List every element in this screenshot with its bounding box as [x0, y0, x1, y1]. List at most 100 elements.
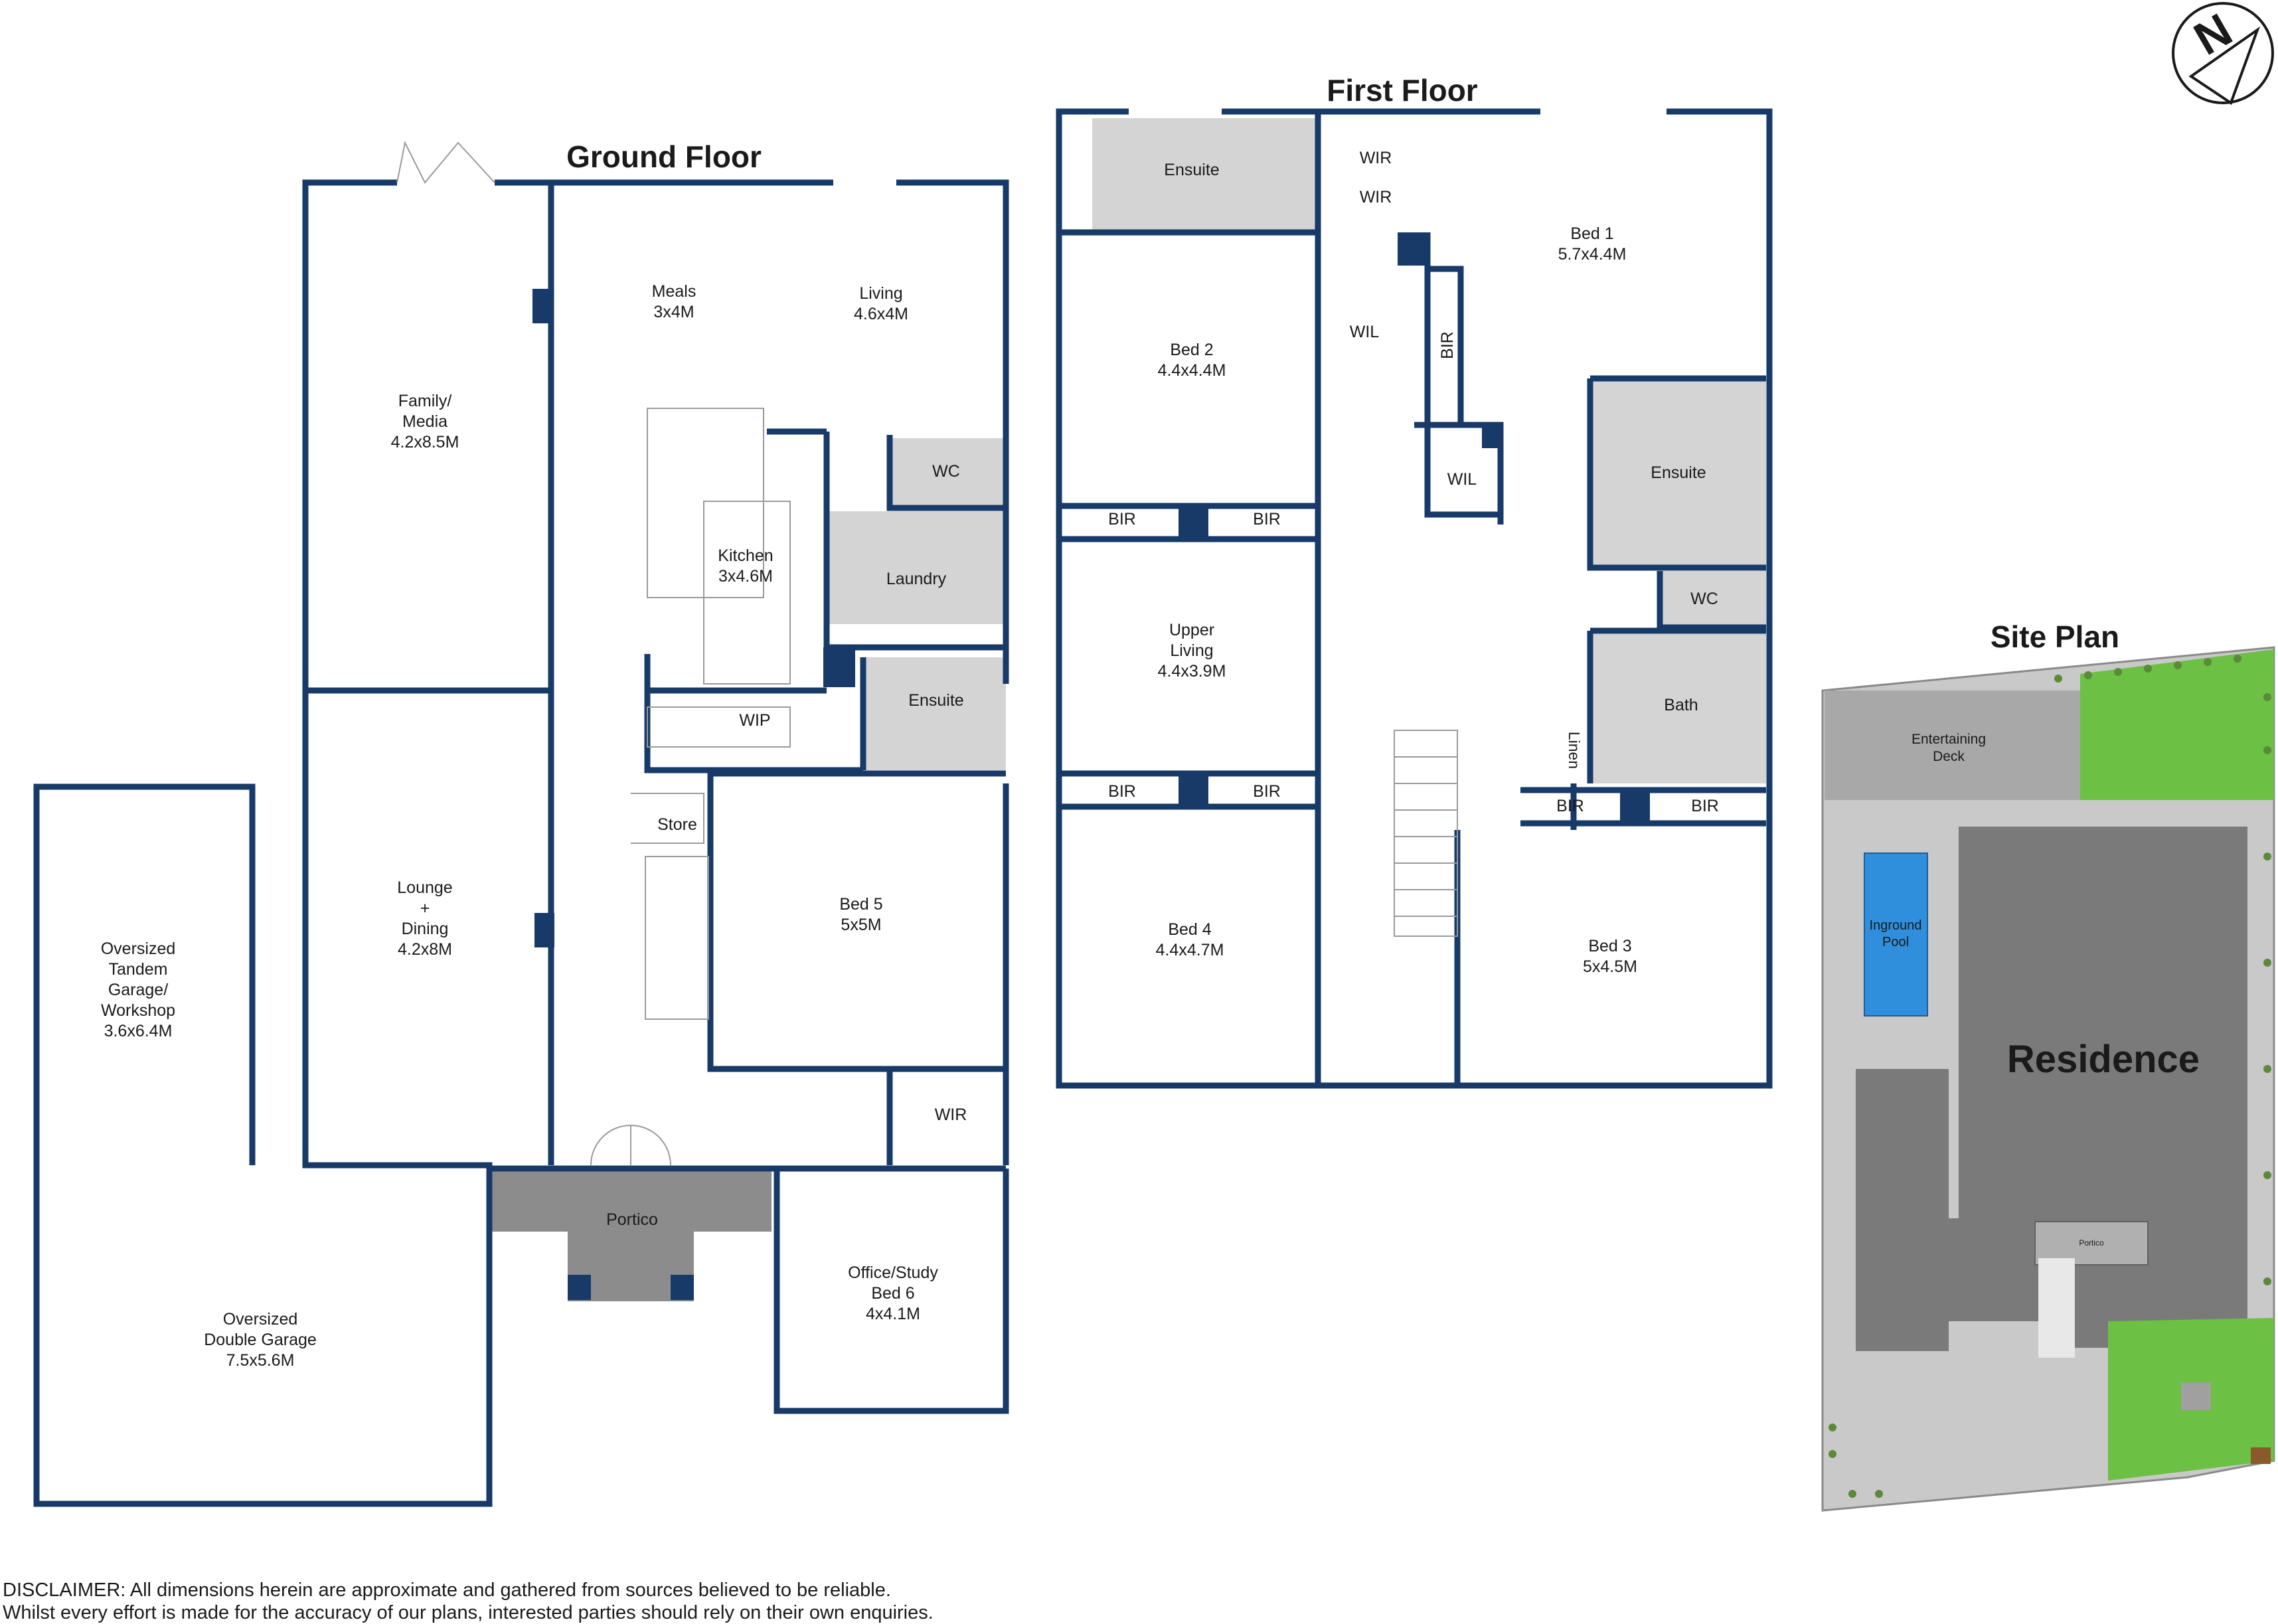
label-store: Store: [657, 815, 697, 834]
label-wc-first: WC: [1690, 590, 1718, 608]
site-plan-title: Site Plan: [1991, 619, 2119, 654]
column: [1398, 232, 1427, 266]
column: [568, 1275, 591, 1300]
label-residence: Residence: [2007, 1038, 2200, 1081]
label-wil-2: WIL: [1447, 470, 1477, 489]
column: [534, 913, 554, 947]
north-compass: N: [2172, 2, 2274, 106]
bath-floor: [1590, 631, 1766, 783]
svg-text:Bed 15.7x4.4M: Bed 15.7x4.4M: [1558, 224, 1627, 264]
ground-floor-title: Ground Floor: [566, 139, 762, 174]
disclaimer-line-1: DISCLAIMER: All dimensions herein are ap…: [3, 1580, 891, 1601]
bifold-door: [396, 140, 495, 184]
hedge: [1829, 655, 2271, 1498]
front-door: [590, 1124, 671, 1166]
label-site-portico: Portico: [2079, 1238, 2104, 1248]
label-ensuite-right: Ensuite: [1651, 463, 1706, 482]
stairs: [1394, 730, 1458, 937]
shed: [2251, 1447, 2271, 1464]
ensuite-floor: [863, 657, 1006, 770]
wc-first-floor: [1660, 571, 1766, 627]
label-bir-bed3-a: BIR: [1556, 797, 1584, 815]
label-bath: Bath: [1664, 696, 1698, 714]
rear-lawn: [2080, 649, 2274, 800]
column: [671, 1275, 694, 1300]
label-bir-bed2-b: BIR: [1253, 510, 1281, 528]
kitchen-benches: [631, 408, 791, 1020]
ground-walls: [33, 179, 1009, 1507]
column: [1179, 506, 1208, 539]
first-floor-title: First Floor: [1327, 73, 1478, 108]
compass-arrow-icon: [2188, 26, 2261, 106]
ensuite-right-floor: [1590, 378, 1766, 568]
label-bir-bed3-b: BIR: [1691, 797, 1719, 815]
residence-footprint: [1856, 827, 2247, 1351]
portico-floor: [489, 1169, 772, 1232]
label-ensuite-ground: Ensuite: [908, 691, 963, 710]
label-wc-ground: WC: [932, 462, 960, 481]
garage-wing: [1856, 1069, 1949, 1351]
label-wir-ground: WIR: [935, 1105, 967, 1124]
column: [1482, 425, 1502, 448]
svg-text:Bed 24.4x4.4M: Bed 24.4x4.4M: [1158, 341, 1226, 380]
label-bir-bed4-b: BIR: [1253, 782, 1281, 801]
lawn-feature: [2181, 1382, 2211, 1410]
label-wir-2: WIR: [1360, 188, 1392, 206]
label-portico-ground: Portico: [606, 1210, 658, 1229]
label-wir-1: WIR: [1360, 149, 1392, 167]
label-laundry: Laundry: [886, 570, 947, 588]
garden-bed: [2038, 1258, 2075, 1358]
inground-pool: [1864, 853, 1928, 1016]
disclaimer: DISCLAIMER: All dimensions herein are ap…: [3, 1579, 934, 1624]
column: [1179, 773, 1208, 807]
label-bir-bed2-a: BIR: [1108, 510, 1136, 528]
label-wil-1: WIL: [1350, 323, 1380, 341]
label-bir-vertical: BIR: [1438, 331, 1457, 359]
label-bir-bed4-a: BIR: [1108, 782, 1136, 801]
column: [532, 289, 554, 323]
label-linen: Linen: [1566, 732, 1583, 769]
label-ensuite-top: Ensuite: [1164, 161, 1219, 179]
laundry-floor: [827, 511, 1006, 624]
label-wip: WIP: [739, 711, 770, 730]
disclaimer-line-2: Whilst every effort is made for the accu…: [3, 1602, 934, 1623]
entertaining-deck: [1825, 690, 2080, 800]
column: [1620, 790, 1650, 823]
site-portico: [2034, 1221, 2149, 1265]
column: [823, 647, 855, 687]
svg-text:Bed 44.4x4.7M: Bed 44.4x4.7M: [1156, 920, 1224, 959]
